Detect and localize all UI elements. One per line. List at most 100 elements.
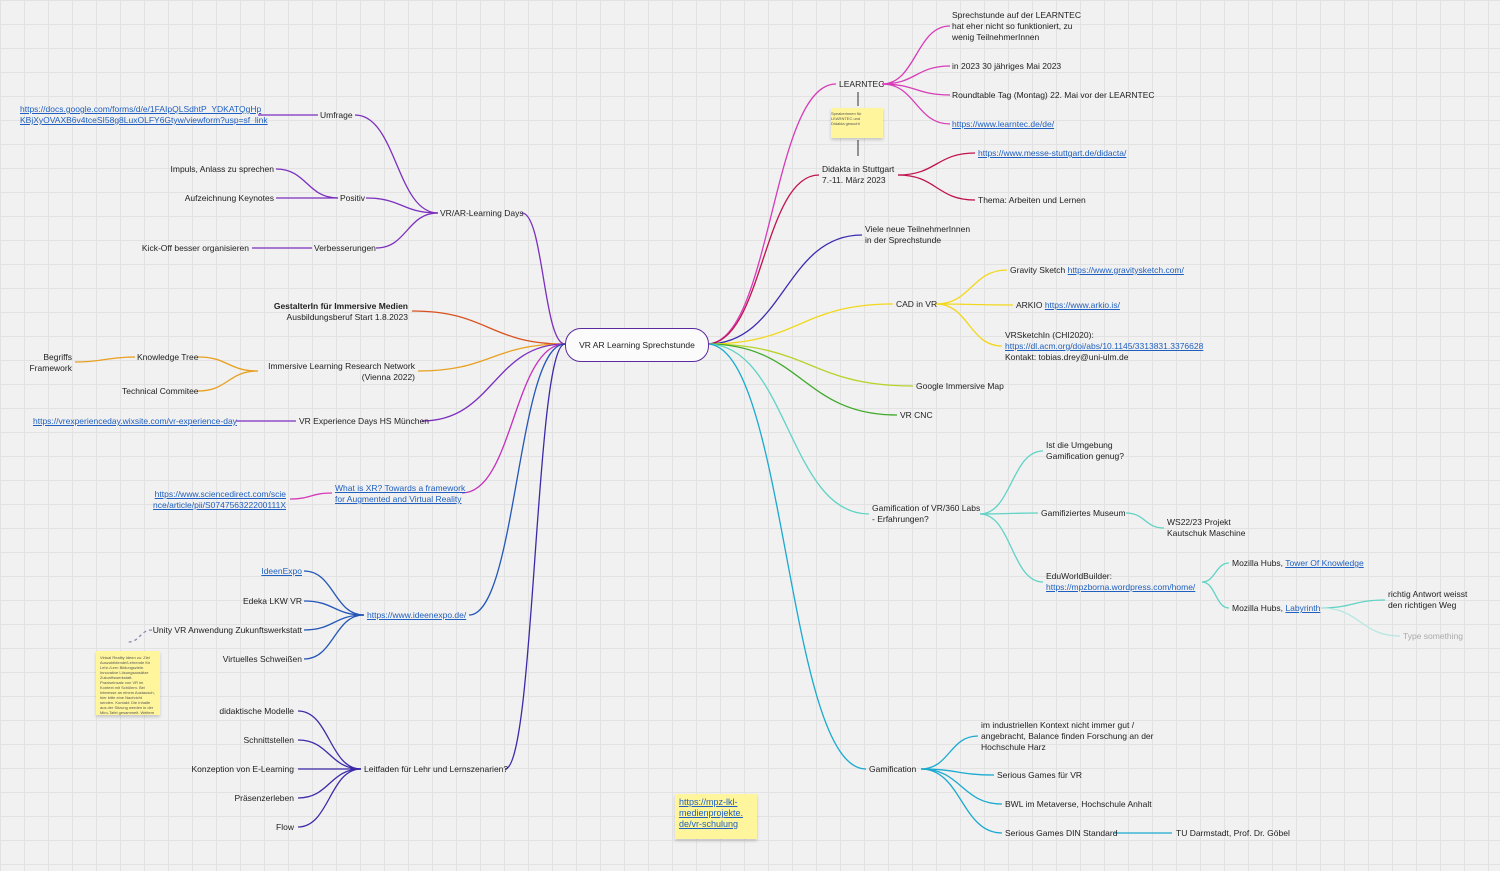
- gestalterin-subtitle: Ausbildungsberuf Start 1.8.2023: [286, 312, 408, 322]
- node-verbesserungen[interactable]: Verbesserungen: [314, 243, 376, 253]
- node-leitfaden[interactable]: Leitfaden für Lehr und Lernszenarien?: [364, 764, 509, 774]
- sciencedirect-line-1[interactable]: https://www.sciencedirect.com/scie: [154, 489, 286, 499]
- sticky-note-mpz-link[interactable]: https://mpz-lkl- medienprojekte. de/vr-s…: [675, 794, 757, 839]
- node-learntec[interactable]: LEARNTEC: [839, 79, 885, 89]
- edge-museum-ws22: [1125, 512, 1165, 529]
- node-ilrn[interactable]: Immersive Learning Research Network (Vie…: [245, 361, 415, 383]
- edge-root-ideenexpo: [468, 343, 566, 616]
- node-google-immersive-map[interactable]: Google Immersive Map: [916, 381, 1004, 391]
- node-mozilla-tower[interactable]: Mozilla Hubs, Tower Of Knowledge: [1232, 558, 1364, 569]
- node-edeka[interactable]: Edeka LKW VR: [242, 596, 302, 606]
- node-gamification-labs[interactable]: Gamification of VR/360 Labs - Erfahrunge…: [872, 503, 980, 525]
- mpz-link-line-1[interactable]: https://mpz-lkl-: [679, 797, 738, 807]
- industriell-line-1: im industriellen Kontext nicht immer gut…: [981, 720, 1135, 730]
- node-richtig-antwort[interactable]: richtig Antwort weisst den richtigen Weg: [1388, 589, 1467, 611]
- vrsketchin-link[interactable]: https://dl.acm.org/doi/abs/10.1145/33138…: [1005, 341, 1204, 351]
- labyrinth-link[interactable]: Labyrinth: [1285, 603, 1321, 613]
- edge-gamification-bwl: [920, 768, 1003, 805]
- node-ideenexpo-link[interactable]: https://www.ideenexpo.de/: [367, 610, 467, 620]
- mpz-link-line-2[interactable]: medienprojekte.: [679, 808, 744, 818]
- node-vr-experience-days[interactable]: VR Experience Days HS München: [299, 416, 429, 426]
- node-arkio[interactable]: ARKIO https://www.arkio.is/: [1016, 300, 1120, 311]
- edge-vrar-verbesserungen: [375, 212, 439, 249]
- richtig-line-2: den richtigen Weg: [1388, 600, 1457, 610]
- what-is-xr-line-1[interactable]: What is XR? Towards a framework: [335, 483, 466, 493]
- what-is-xr-line-2[interactable]: for Augmented and Virtual Reality: [335, 494, 462, 504]
- node-gamifiziertes-museum[interactable]: Gamifiziertes Museum: [1041, 508, 1126, 518]
- node-impuls[interactable]: Impuls, Anlass zu sprechen: [170, 164, 274, 174]
- node-eduworldbuilder[interactable]: EduWorldBuilder: https://mpzborna.wordpr…: [1046, 571, 1195, 593]
- node-begriffs-framework[interactable]: Begriffs Framework: [20, 352, 72, 374]
- begriffs-line-1: Begriffs: [43, 352, 72, 362]
- edge-labs-umgebung: [979, 450, 1044, 515]
- learntec-link[interactable]: https://www.learntec.de/de/: [952, 119, 1055, 129]
- edge-root-viele: [706, 234, 863, 345]
- node-knowledge-tree[interactable]: Knowledge Tree: [137, 352, 199, 362]
- umfrage-link-line-2[interactable]: KBjXyOVAXB6v4tceSI58g8LuxOLFY6Gtyw/viewf…: [20, 115, 268, 125]
- edge-learntec-2023: [881, 65, 951, 85]
- node-praesenzerleben[interactable]: Präsenzerleben: [234, 793, 294, 803]
- node-vrsketchin[interactable]: VRSketchIn (CHI2020): https://dl.acm.org…: [1005, 330, 1203, 363]
- node-gestalterin[interactable]: GestalterIn für Immersive Medien Ausbild…: [238, 301, 408, 323]
- node-ws22[interactable]: WS22/23 Projekt Kautschuk Maschine: [1167, 517, 1245, 539]
- sticky-speakers-line-1: Speakerinnen für: [831, 111, 862, 116]
- edge-ilrn-technical: [197, 370, 259, 392]
- edge-leitfaden-flow: [297, 768, 362, 828]
- didakta-line-1: Didakta in Stuttgart: [822, 164, 895, 174]
- eduworld-link[interactable]: https://mpzborna.wordpress.com/home/: [1046, 582, 1196, 592]
- node-industriell[interactable]: im industriellen Kontext nicht immer gut…: [981, 720, 1153, 753]
- node-schnittstellen[interactable]: Schnittstellen: [243, 735, 294, 745]
- node-learntec-2023[interactable]: in 2023 30 jähriges Mai 2023: [952, 61, 1062, 71]
- node-what-is-xr[interactable]: What is XR? Towards a framework for Augm…: [335, 483, 465, 505]
- tower-link[interactable]: Tower Of Knowledge: [1285, 558, 1364, 568]
- node-mozilla-labyrinth[interactable]: Mozilla Hubs, Labyrinth: [1232, 603, 1320, 614]
- node-cad-in-vr[interactable]: CAD in VR: [896, 299, 938, 309]
- umfrage-link[interactable]: https://docs.google.com/forms/d/e/1FAIpQ…: [20, 104, 268, 126]
- umgebung-line-2: Gamification genug?: [1046, 451, 1124, 461]
- node-kickoff[interactable]: Kick-Off besser organisieren: [141, 243, 249, 253]
- node-bwl-metaverse[interactable]: BWL im Metaverse, Hochschule Anhalt: [1005, 799, 1152, 809]
- edge-cad-gravity: [935, 269, 1008, 305]
- node-konzeption[interactable]: Konzeption von E-Learning: [191, 764, 294, 774]
- node-tu-darmstadt[interactable]: TU Darmstadt, Prof. Dr. Göbel: [1176, 828, 1290, 838]
- node-vrar-learning-days[interactable]: VR/AR-Learning Days: [440, 208, 524, 218]
- node-learntec-note[interactable]: Sprechstunde auf der LEARNTEC hat eher n…: [952, 10, 1081, 43]
- sticky-note-virtual-reality[interactable]: Virtual Reality Ideen zu: Ziel Auszubild…: [96, 651, 160, 715]
- node-didakta[interactable]: Didakta in Stuttgart 7.-11. März 2023: [822, 164, 894, 186]
- node-type-something[interactable]: Type something: [1403, 631, 1464, 641]
- node-virtuelles-schweissen[interactable]: Virtuelles Schweißen: [222, 654, 302, 664]
- edge-leitfaden-praesenz: [297, 768, 362, 799]
- sciencedirect-link[interactable]: https://www.sciencedirect.com/scie nce/a…: [140, 489, 286, 511]
- node-vr-cnc[interactable]: VR CNC: [900, 410, 933, 420]
- node-unity-vr[interactable]: Unity VR Anwendung Zukunftswerkstatt: [152, 625, 302, 635]
- node-didakta-thema[interactable]: Thema: Arbeiten und Lernen: [978, 195, 1086, 205]
- sciencedirect-line-2[interactable]: nce/article/pii/S074756322200111X: [153, 500, 286, 510]
- sticky-note-speakers[interactable]: Speakerinnen für LEARNTEC und Didakta ge…: [831, 108, 883, 138]
- mozilla-labyrinth-label: Mozilla Hubs,: [1232, 603, 1284, 613]
- didakta-link[interactable]: https://www.messe-stuttgart.de/didacta/: [978, 148, 1127, 158]
- node-gamification[interactable]: Gamification: [869, 764, 917, 774]
- root-node[interactable]: VR AR Learning Sprechstunde: [565, 328, 709, 362]
- mpz-link-line-3[interactable]: de/vr-schulung: [679, 819, 739, 829]
- node-flow[interactable]: Flow: [276, 822, 294, 832]
- edge-ideenexpo-unity: [303, 614, 365, 631]
- vr-experience-link[interactable]: https://vrexperienceday.wixsite.com/vr-e…: [33, 416, 237, 426]
- node-technical-commitee[interactable]: Technical Commitee: [122, 386, 199, 396]
- node-positiv[interactable]: Positiv: [340, 193, 366, 203]
- node-serious-games-din[interactable]: Serious Games DIN Standard: [1005, 828, 1118, 838]
- gravity-link[interactable]: https://www.gravitysketch.com/: [1067, 265, 1184, 275]
- node-didaktische-modelle[interactable]: didaktische Modelle: [219, 706, 294, 716]
- node-umfrage[interactable]: Umfrage: [320, 110, 353, 120]
- node-viele-teilnehmer[interactable]: Viele neue TeilnehmerInnen in der Sprech…: [865, 224, 970, 246]
- arkio-link[interactable]: https://www.arkio.is/: [1044, 300, 1120, 310]
- umfrage-link-line-1[interactable]: https://docs.google.com/forms/d/e/1FAIpQ…: [20, 104, 262, 114]
- node-umgebung[interactable]: Ist die Umgebung Gamification genug?: [1046, 440, 1124, 462]
- learntec-note-line-2: hat eher nicht so funktioniert, zu: [952, 21, 1073, 31]
- node-aufzeichnung[interactable]: Aufzeichnung Keynotes: [184, 193, 274, 203]
- node-gravity-sketch[interactable]: Gravity Sketch https://www.gravitysketch…: [1010, 265, 1184, 276]
- node-serious-games-vr[interactable]: Serious Games für VR: [997, 770, 1083, 780]
- edge-gamification-din: [920, 768, 1003, 834]
- node-roundtable[interactable]: Roundtable Tag (Montag) 22. Mai vor der …: [952, 90, 1155, 100]
- node-ideenexpo[interactable]: IdeenExpo: [261, 566, 302, 576]
